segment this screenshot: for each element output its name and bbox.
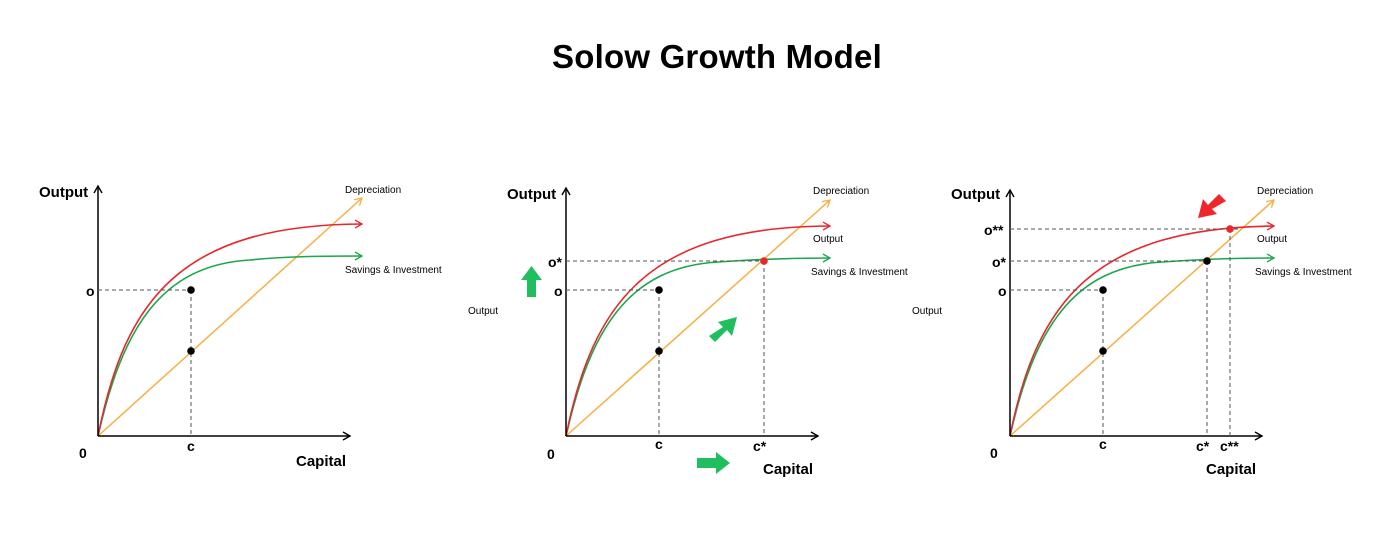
arrow-diagonal-up-right-icon (709, 317, 737, 342)
tick-c-star: c* (1196, 438, 1210, 454)
output-curve-label: Output (813, 234, 843, 245)
output-curve (1009, 221, 1276, 437)
dot-output (187, 286, 195, 294)
origin-label: 0 (990, 445, 998, 461)
dot-new-steady-state (1226, 225, 1234, 233)
dot-depreciation (187, 347, 195, 355)
x-axis-label: Capital (296, 453, 346, 470)
savings-label: Savings & Investment (1255, 267, 1352, 278)
dot-steady-state (1203, 257, 1211, 265)
dot-depreciation (655, 347, 663, 355)
x-axis-label: Capital (763, 461, 813, 478)
depreciation-label: Depreciation (345, 185, 401, 196)
depreciation-line (1009, 199, 1275, 437)
tick-o-star: o* (992, 254, 1007, 270)
tick-o: o (86, 283, 95, 299)
panel-1: Output Capital 0 o c Depreciation Saving… (39, 184, 442, 470)
page-title: Solow Growth Model (552, 38, 882, 75)
tick-c-star2: c** (1220, 438, 1239, 454)
savings-curve (1009, 253, 1276, 437)
y-axis-label: Output (507, 186, 556, 203)
depreciation-line (97, 197, 363, 437)
origin-label: 0 (547, 446, 555, 462)
side-note: Output (468, 306, 498, 317)
tick-o: o (554, 283, 563, 299)
depreciation-label: Depreciation (1257, 186, 1313, 197)
y-axis-label: Output (951, 186, 1000, 203)
dot-output (655, 286, 663, 294)
panel-2: Output Capital 0 o o* c c* Depreciation … (468, 186, 908, 478)
output-curve-label: Output (1257, 234, 1287, 245)
savings-curve (565, 253, 832, 437)
savings-label: Savings & Investment (811, 267, 908, 278)
tick-o: o (998, 283, 1007, 299)
savings-curve (97, 251, 364, 437)
tick-c: c (655, 436, 663, 452)
tick-o-star: o* (548, 254, 563, 270)
tick-c: c (187, 438, 195, 454)
savings-label: Savings & Investment (345, 265, 442, 276)
depreciation-line (565, 199, 831, 437)
origin-label: 0 (79, 445, 87, 461)
tick-c-star: c* (753, 438, 767, 454)
x-axis-label: Capital (1206, 461, 1256, 478)
output-curve (97, 219, 364, 437)
depreciation-label: Depreciation (813, 186, 869, 197)
dot-steady-state (760, 257, 768, 265)
y-axis-label: Output (39, 184, 88, 201)
side-note: Output (912, 306, 942, 317)
panel-3: Output Capital 0 o o* o** c c* c** Depre… (912, 186, 1352, 478)
arrow-diagonal-down-left-icon (1198, 194, 1226, 218)
dot-output (1099, 286, 1107, 294)
arrow-up-icon (521, 266, 542, 297)
output-curve (565, 221, 832, 437)
tick-o-star2: o** (984, 222, 1004, 238)
tick-c: c (1099, 436, 1107, 452)
dot-depreciation (1099, 347, 1107, 355)
arrow-right-icon (697, 452, 730, 474)
